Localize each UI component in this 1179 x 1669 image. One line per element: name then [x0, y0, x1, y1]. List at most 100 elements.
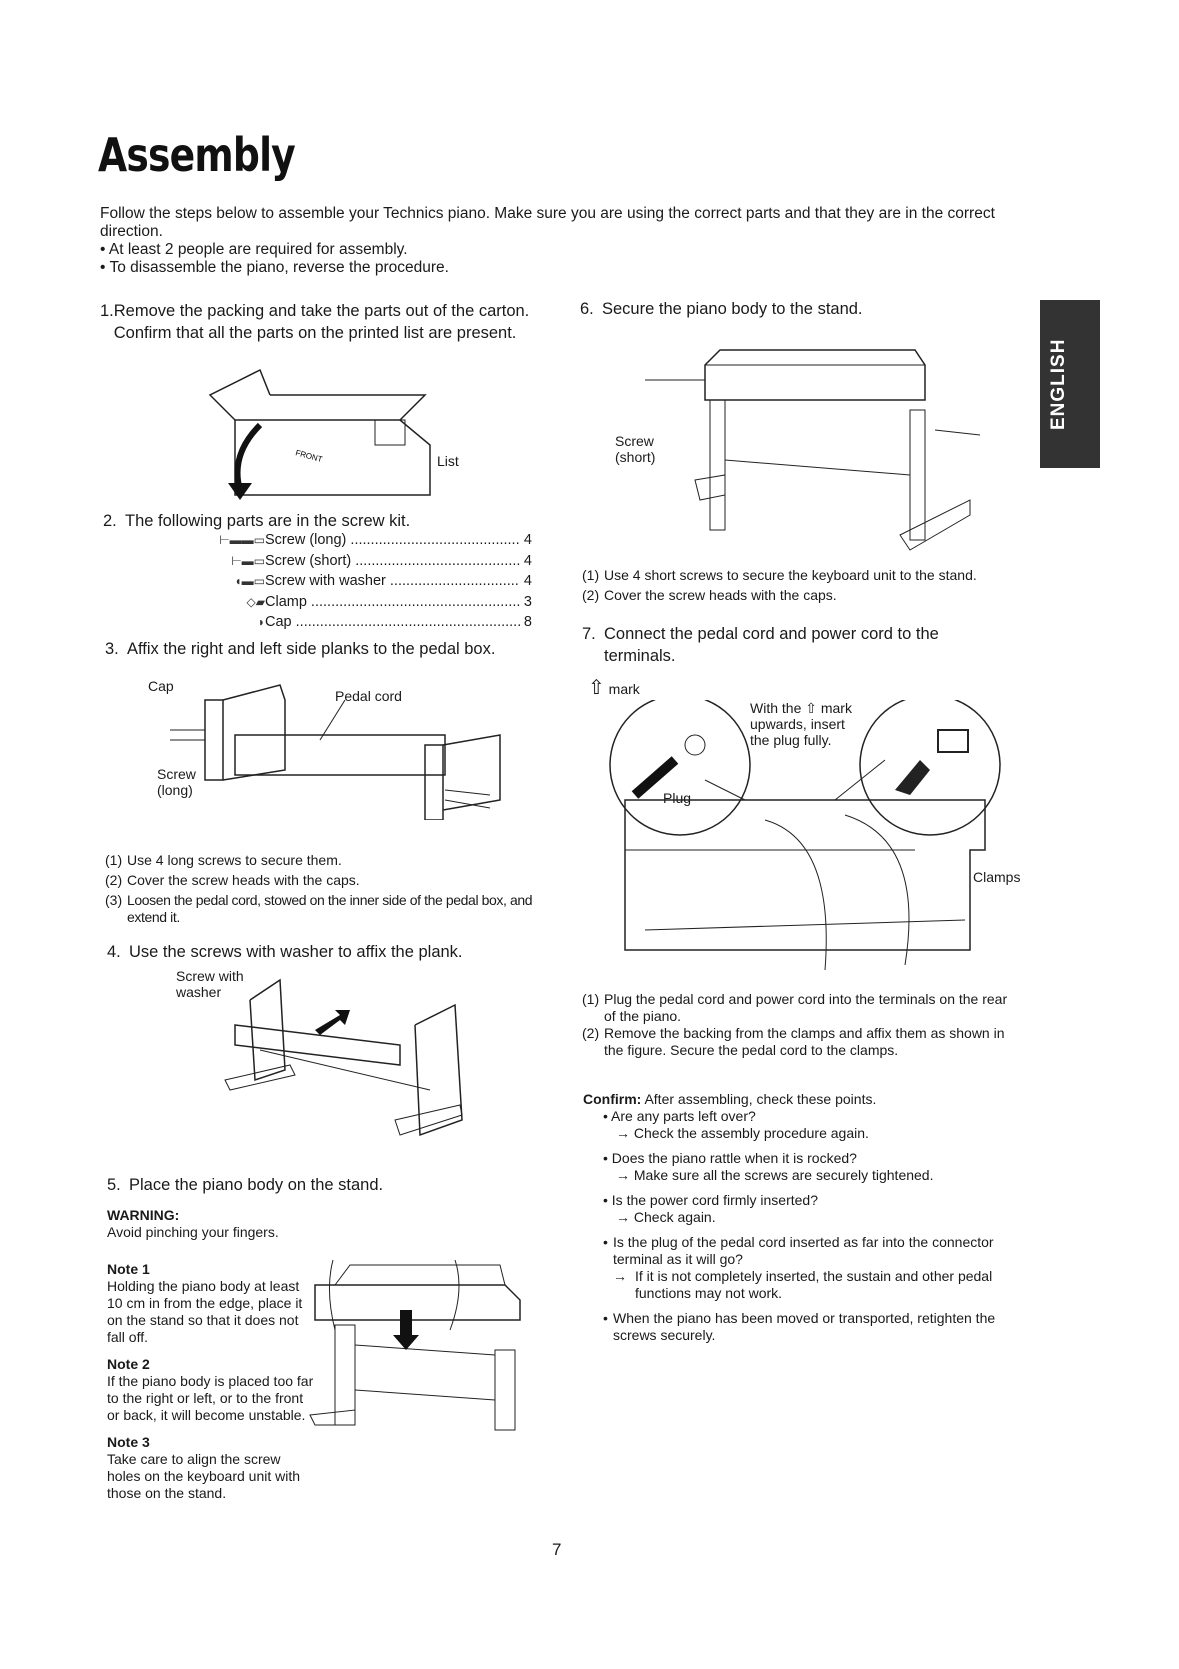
note-text: Cover the screw heads with the caps. [127, 872, 360, 888]
step-7-notes: (1)Plug the pedal cord and power cord in… [582, 991, 1012, 1059]
connect-cords-illustration [609, 700, 1001, 971]
bullet-text: To disassemble the piano, reverse the pr… [109, 259, 449, 276]
confirm-question: Are any parts left over? [611, 1108, 756, 1124]
step-number: 1. [100, 302, 114, 320]
intro: Follow the steps below to assemble your … [100, 205, 1020, 277]
part-row: ◗Cap8 [155, 612, 532, 633]
note-num: (2) [582, 1025, 600, 1041]
confirm-question: Does the piano rattle when it is rocked? [611, 1150, 857, 1166]
front-label: FRONT [294, 448, 323, 464]
note-item: (1)Use 4 long screws to secure them. [105, 852, 545, 869]
step-5-text: WARNING: Avoid pinching your fingers. No… [107, 1207, 317, 1502]
note-text: Loosen the pedal cord, stowed on the inn… [127, 892, 533, 925]
intro-bullet: • At least 2 people are required for ass… [100, 241, 408, 258]
confirm-heading: Confirm: After assembling, check these p… [583, 1091, 1013, 1108]
confirm-answer: Check again. [633, 1209, 716, 1225]
part-row: ◇▰Clamp3 [155, 592, 532, 613]
step-number: 6. [580, 300, 594, 318]
step-3: 3. Affix the right and left side planks … [105, 638, 495, 660]
note-title: Note 3 [107, 1434, 150, 1450]
step-text: Connect the pedal cord and power cord to… [604, 625, 939, 665]
note-text: Remove the backing from the clamps and a… [604, 1025, 1005, 1058]
confirm-section: Confirm: After assembling, check these p… [583, 1091, 1013, 1344]
confirm-item: •When the piano has been moved or transp… [603, 1310, 1013, 1344]
confirm-question: Is the plug of the pedal cord inserted a… [613, 1234, 994, 1267]
note-title: Note 1 [107, 1261, 150, 1277]
carton-illustration: FRONT [208, 368, 431, 500]
clamps-label: Clamps [973, 869, 1021, 885]
step-7: 7. Connect the pedal cord and power cord… [582, 623, 1012, 667]
step-5: 5. Place the piano body on the stand. [107, 1174, 383, 1196]
language-tab: ENGLISH [1040, 300, 1100, 468]
confirm-item: • Are any parts left over?→ Check the as… [603, 1108, 869, 1141]
confirm-question: Is the power cord firmly inserted? [611, 1192, 818, 1208]
step-6: 6. Secure the piano body to the stand. [580, 298, 863, 320]
page-title: Assembly [98, 128, 296, 182]
mark-label: ⇧ mark [588, 677, 640, 699]
part-qty: 3 [523, 593, 532, 610]
confirm-item: • Is the power cord firmly inserted?→ Ch… [603, 1192, 818, 1225]
step-2: 2. The following parts are in the screw … [103, 510, 410, 532]
note-num: (1) [105, 852, 123, 868]
with-mark-label: With the ⇧ mark upwards, insert the plug… [750, 700, 852, 748]
note-title: Note 2 [107, 1356, 150, 1372]
confirm-answer: If it is not completely inserted, the su… [635, 1268, 993, 1301]
note-item: (3)Loosen the pedal cord, stowed on the … [105, 892, 545, 926]
clamp-icon: ◇▰ [246, 594, 265, 609]
part-row: ◖▬▭Screw with washer4 [155, 571, 532, 592]
part-name: Screw with washer [265, 571, 520, 592]
side-planks-illustration [170, 684, 501, 820]
step-1: 1. Remove the packing and take the parts… [100, 300, 540, 344]
note-text: Use 4 long screws to secure them. [127, 852, 342, 868]
up-arrow-mark-icon: ⇧ [588, 677, 605, 699]
note-item: (1)Use 4 short screws to secure the keyb… [582, 567, 1022, 584]
list-label: List [437, 453, 459, 469]
step-text: Secure the piano body to the stand. [602, 300, 863, 318]
note-num: (1) [582, 991, 600, 1007]
confirm-answer: Make sure all the screws are securely ti… [633, 1167, 934, 1183]
language-tab-label: ENGLISH [1048, 338, 1069, 430]
confirm-answer: Check the assembly procedure again. [633, 1125, 869, 1141]
step-text: Remove the packing and take the parts ou… [113, 302, 530, 342]
part-row: ⊢▬▭Screw (short)4 [155, 551, 532, 572]
screw-washer-icon: ◖▬▭ [234, 574, 265, 588]
note-item: (1)Plug the pedal cord and power cord in… [582, 991, 1012, 1025]
step-4: 4. Use the screws with washer to affix t… [107, 941, 463, 963]
plank-illustration [224, 978, 463, 1137]
plug-label: Plug [663, 790, 692, 806]
part-name: Cap [265, 612, 520, 633]
step-number: 4. [107, 943, 121, 961]
mark-text: mark [608, 681, 640, 697]
note-text: Holding the piano body at least 10 cm in… [107, 1278, 303, 1345]
screw-short-icon: ⊢▬▭ [231, 553, 265, 568]
part-row: ⊢▬▬▭Screw (long)4 [155, 530, 532, 551]
page-number: 7 [552, 1540, 562, 1559]
note-text: Cover the screw heads with the caps. [604, 587, 837, 603]
step-number: 5. [107, 1176, 121, 1194]
step-text: Affix the right and left side planks to … [127, 640, 496, 658]
intro-bullet: • To disassemble the piano, reverse the … [100, 259, 449, 276]
screw-washer-label: Screw with washer [176, 968, 244, 1000]
parts-list: ⊢▬▬▭Screw (long)4 ⊢▬▭Screw (short)4 ◖▬▭S… [155, 530, 532, 633]
part-qty: 4 [523, 552, 532, 569]
cap-icon: ◗ [257, 615, 265, 629]
step-3-notes: (1)Use 4 long screws to secure them. (2)… [105, 852, 545, 926]
step-text: Use the screws with washer to affix the … [129, 943, 463, 961]
piano-on-stand-illustration [309, 1259, 521, 1431]
step-6-notes: (1)Use 4 short screws to secure the keyb… [582, 567, 1022, 604]
confirm-item: • Does the piano rattle when it is rocke… [603, 1150, 934, 1183]
warning-title: WARNING: [107, 1207, 180, 1223]
part-qty: 4 [523, 532, 532, 548]
step-number: 3. [105, 640, 119, 658]
confirm-label: Confirm: [583, 1091, 642, 1107]
bullet-text: At least 2 people are required for assem… [108, 241, 408, 258]
secure-body-illustration [645, 349, 981, 551]
pedal-cord-label: Pedal cord [335, 688, 402, 704]
screw-long-label: Screw (long) [157, 766, 196, 798]
part-qty: 8 [523, 614, 532, 630]
screw-long-icon: ⊢▬▬▭ [219, 533, 265, 547]
note-num: (1) [582, 567, 600, 583]
intro-text: Follow the steps below to assemble your … [100, 205, 995, 240]
note-num: (3) [105, 892, 123, 908]
step-text: Place the piano body on the stand. [129, 1176, 384, 1194]
